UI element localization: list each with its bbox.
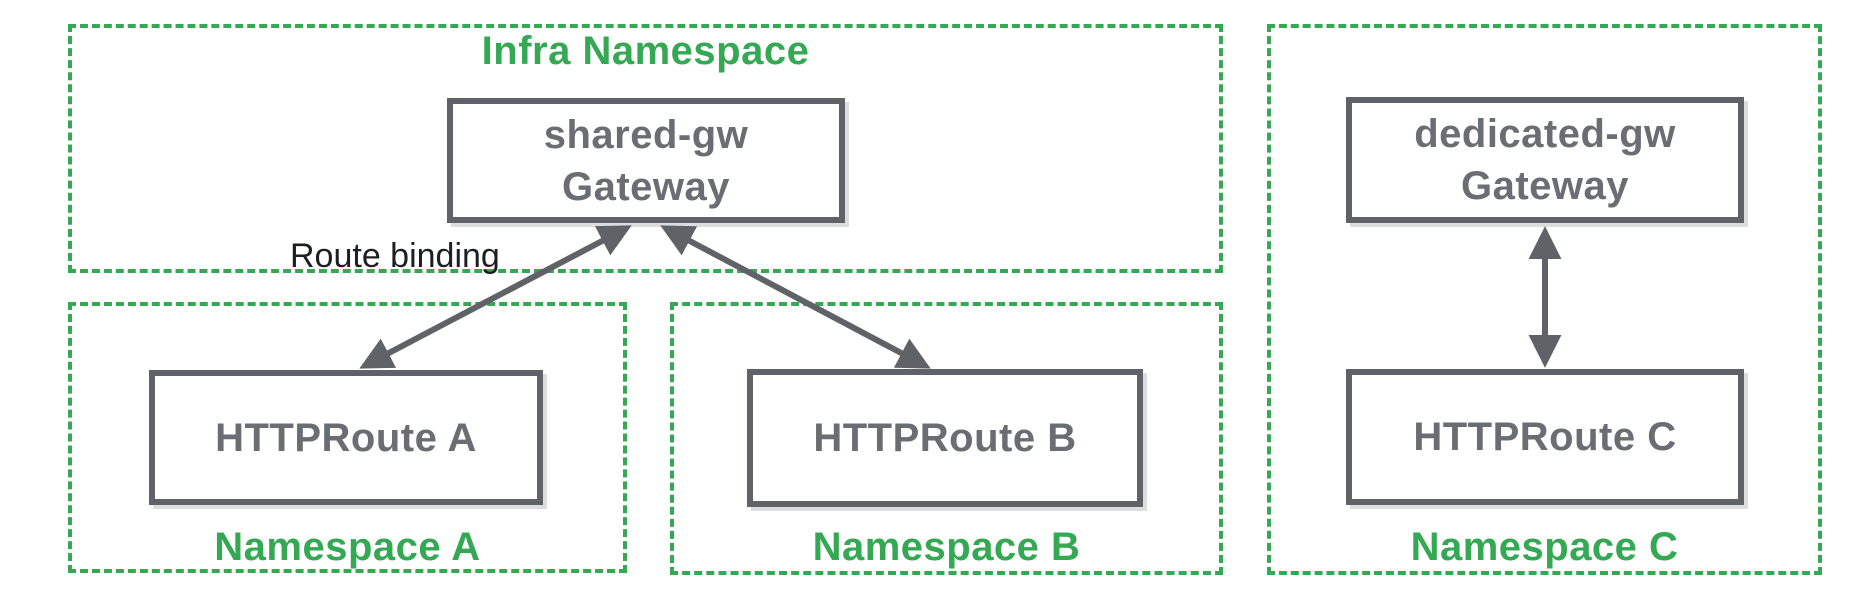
namespace-a-container — [68, 302, 627, 573]
httproute-b-node: HTTPRoute B — [747, 369, 1143, 507]
namespace-a-label: Namespace A — [214, 525, 481, 569]
namespace-c-label: Namespace C — [1410, 525, 1679, 569]
namespace-c-container — [1267, 24, 1822, 575]
dedicated-gw-name: dedicated-gw — [1414, 112, 1676, 156]
dedicated-gw-kind: Gateway — [1460, 164, 1630, 208]
shared-gw-name: shared-gw — [543, 112, 749, 157]
httproute-b-label: HTTPRoute B — [813, 416, 1077, 460]
infra-namespace-container — [68, 24, 1223, 273]
infra-namespace-label: Infra Namespace — [481, 29, 810, 73]
httproute-c-node: HTTPRoute C — [1346, 369, 1744, 505]
shared-gw-gateway-node: shared-gw Gateway — [447, 98, 845, 223]
shared-gw-kind: Gateway — [561, 164, 731, 209]
edge-route-a-shared-gw — [359, 225, 632, 369]
dedicated-gw-gateway-node: dedicated-gw Gateway — [1346, 97, 1744, 223]
namespace-b-label: Namespace B — [812, 525, 1081, 569]
httproute-a-node: HTTPRoute A — [149, 370, 543, 505]
route-binding-label: Route binding — [290, 237, 500, 275]
namespace-b-container — [670, 302, 1223, 575]
httproute-a-label: HTTPRoute A — [215, 415, 477, 460]
httproute-c-label: HTTPRoute C — [1413, 415, 1677, 459]
edge-route-b-shared-gw — [660, 225, 931, 369]
